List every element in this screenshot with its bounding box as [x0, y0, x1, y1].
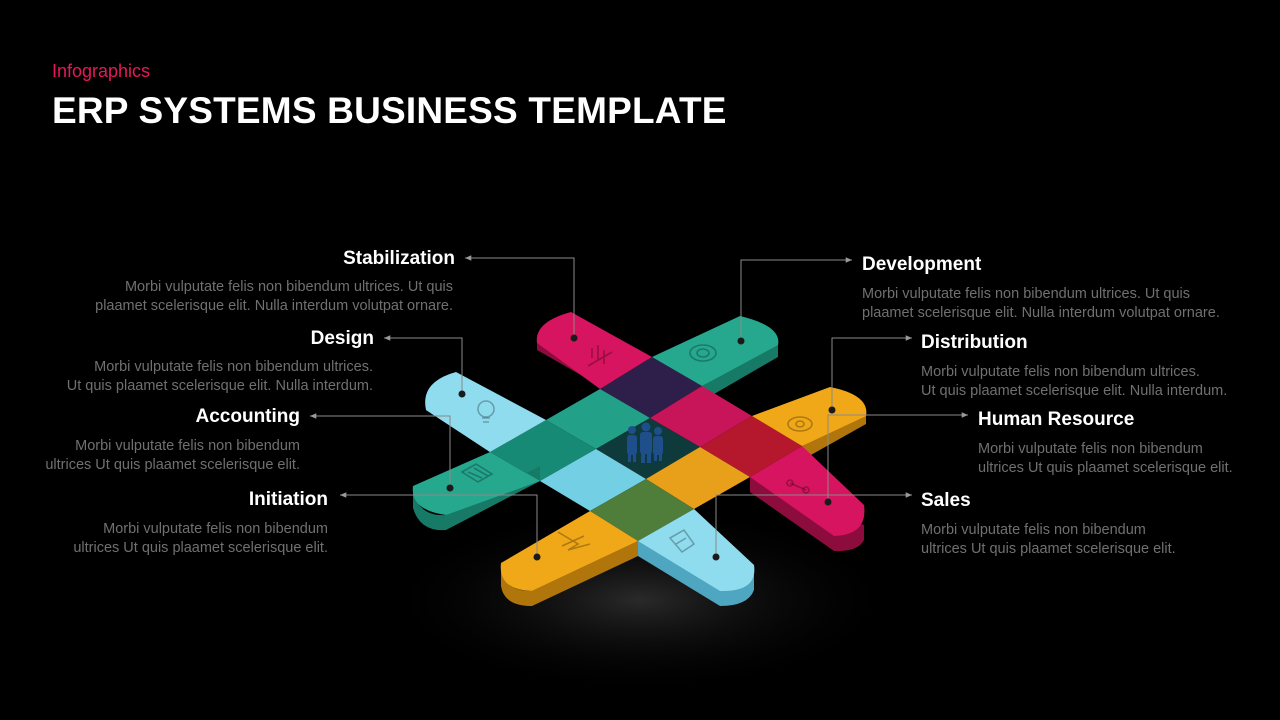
bar-chart-icon: [587, 345, 613, 367]
subtitle: Infographics: [52, 61, 151, 81]
bar-stabilization-sales-down: [536, 312, 702, 418]
connector-development: [740, 257, 852, 341]
desc-distribution: Morbi vulputate felis non bibendum ultri…: [921, 364, 1228, 399]
desc-development: Morbi vulputate felis non bibendum ultri…: [862, 286, 1220, 321]
connector-sales: [715, 492, 912, 557]
connector-human-resource: [827, 412, 968, 502]
sales-chart-icon: [668, 528, 696, 554]
floor-glow: [380, 505, 900, 695]
gear-icon: [787, 416, 813, 432]
lightbulb-icon: [477, 400, 495, 423]
label-design: Design: [310, 328, 374, 349]
label-development: Development: [862, 254, 982, 275]
label-distribution: Distribution: [921, 332, 1028, 353]
label-sales: Sales: [921, 490, 971, 511]
hourglass-icon: [557, 531, 591, 551]
arm-design: [425, 372, 546, 452]
page-title: ERP SYSTEMS BUSINESS TEMPLATE: [52, 90, 727, 131]
label-initiation: Initiation: [248, 489, 328, 510]
arm-accounting: [412, 452, 540, 531]
connector-design: [384, 335, 463, 394]
label-human-resource: Human Resource: [978, 409, 1135, 430]
calculator-icon: [460, 463, 494, 483]
label-accounting: Accounting: [195, 406, 301, 427]
arm-initiation: [500, 511, 638, 606]
network-icon: [786, 479, 810, 494]
label-stabilization: Stabilization: [343, 248, 455, 269]
arm-human-resource: [750, 446, 865, 552]
arm-distribution: [752, 387, 867, 460]
arm-sales: [638, 509, 755, 606]
desc-stabilization: Morbi vulputate felis non bibendum ultri…: [95, 279, 453, 314]
connector-accounting: [310, 413, 451, 488]
connector-stabilization: [465, 255, 575, 338]
connector-initiation: [340, 492, 538, 557]
people-group-icon: [627, 422, 663, 463]
bar-development: [652, 316, 779, 401]
center-grid: [490, 386, 802, 541]
desc-design: Morbi vulputate felis non bibendum ultri…: [66, 359, 373, 394]
target-icon: [689, 344, 717, 362]
connector-distribution: [831, 335, 912, 410]
